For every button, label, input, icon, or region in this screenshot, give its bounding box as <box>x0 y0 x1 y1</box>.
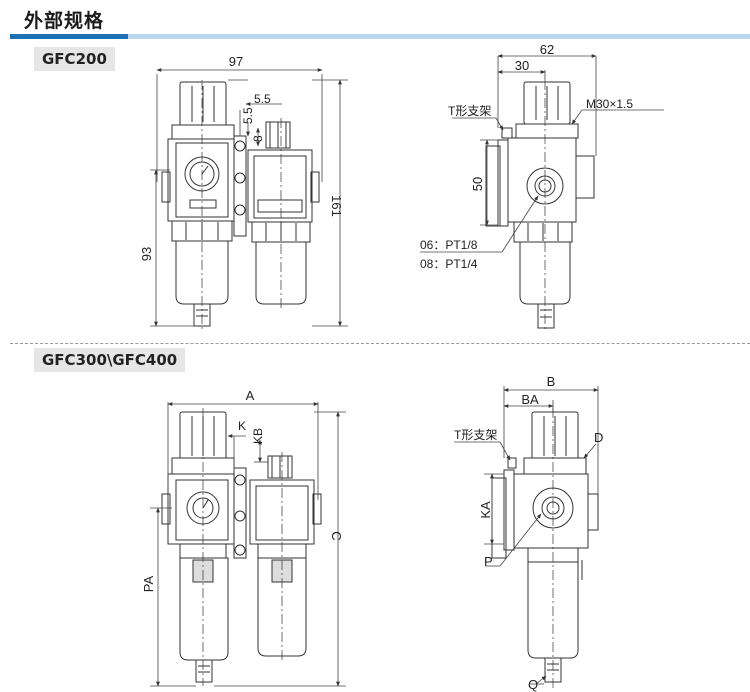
bottom-front-dimensions <box>150 402 346 687</box>
dim-b: B <box>547 374 556 389</box>
top-front-view <box>161 80 320 330</box>
model-label-bottom: GFC300\GFC400 <box>34 348 186 372</box>
dim-ka: KA <box>478 501 493 519</box>
dim-side-half: 30 <box>515 58 529 73</box>
dim-top-height-lower: 93 <box>139 247 154 261</box>
bottom-side-view <box>491 408 599 688</box>
label-side-bracket: T形支架 <box>448 104 491 118</box>
dim-d: D <box>594 430 603 445</box>
top-side-dimensions <box>420 54 664 253</box>
header-accent-bar <box>10 34 128 39</box>
dim-k: K <box>238 419 246 433</box>
dim-side-offset: 50 <box>470 177 485 191</box>
dim-top-d2: 5.5 <box>241 107 255 124</box>
dim-side-width: 62 <box>540 42 554 57</box>
bottom-front-view <box>161 408 322 686</box>
dim-side-thread: M30×1.5 <box>586 97 633 111</box>
dim-p: P <box>484 554 493 569</box>
dim-top-d3: 8 <box>251 135 265 142</box>
label-bottom-bracket: T形支架 <box>454 428 497 442</box>
label-port-2: 08：PT1/4 <box>420 257 478 271</box>
dim-kb: KB <box>251 428 265 444</box>
dim-top-d1: 5.5 <box>254 92 271 106</box>
dim-q: Q <box>528 677 538 692</box>
model-label-top: GFC200 <box>34 47 115 71</box>
top-side-view <box>485 80 595 332</box>
header-underline <box>128 34 750 39</box>
dim-ba: BA <box>521 392 539 407</box>
label-port-1: 06：PT1/8 <box>420 238 478 252</box>
dim-top-width: 97 <box>229 54 243 69</box>
section-divider <box>10 343 750 344</box>
top-front-dimensions <box>150 68 348 327</box>
bottom-side-dimensions <box>454 386 599 685</box>
section-title: 外部规格 <box>24 10 105 32</box>
dim-pa: PA <box>141 575 156 592</box>
section-header: 外部规格 <box>0 0 750 40</box>
dim-top-height-total: 161 <box>329 195 344 217</box>
dim-a: A <box>246 388 255 403</box>
dim-c: C <box>329 531 344 540</box>
